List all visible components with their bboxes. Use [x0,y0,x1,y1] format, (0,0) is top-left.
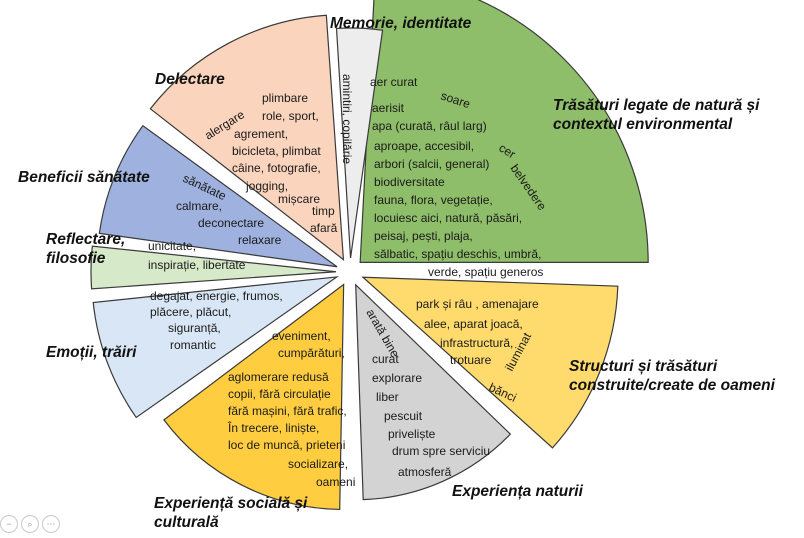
word-reflectare: unicitate, [148,239,196,253]
word-delectare: agrement, [234,127,288,141]
word-exp_sociala: eveniment, [272,329,331,343]
word-exp_sociala: oameni [316,475,355,489]
word-exp_naturii: priveliște [388,427,436,441]
word-emotii: plăcere, plăcut, [150,305,231,319]
pie-slice-exp_sociala [163,283,345,511]
word-structuri: park și râu , amenajare [416,297,539,311]
zoom-icon[interactable]: ⌕ [21,515,39,533]
category-label-exp-naturii: Experiența naturii [452,483,583,500]
word-natura: fauna, flora, vegetație, [374,193,493,207]
word-natura: apa (curată, râul larg) [372,119,487,133]
word-natura: arbori (salcii, general) [374,157,489,171]
word-delectare: câine, fotografie, [232,161,321,175]
word-exp_sociala: cumpărături, [278,346,345,360]
word-structuri: trotuare [450,353,492,367]
viewer-zoom-controls[interactable]: − ⌕ ⋯ [0,515,60,535]
word-sanatate: calmare, [176,199,222,213]
pie-slice-sanatate [98,124,338,268]
pie-slice-emotii [92,276,340,419]
word-exp_sociala: socializare, [288,457,348,471]
word-exp_sociala: aglomerare redusă [228,370,329,384]
word-emotii: siguranță, [168,321,221,335]
word-delectare: afară [310,221,338,235]
word-delectare: bicicleta, plimbat [232,144,321,158]
word-structuri: infrastructură, [440,336,513,350]
pie-slice-exp_naturii [355,283,512,501]
pie-slice-delectare [149,14,345,261]
category-label-delectare: Delectare [155,71,225,88]
word-natura: aerisit [372,101,405,115]
word-delectare: mișcare [278,192,320,206]
word-natura: sălbatic, spațiu deschis, umbră, [374,247,541,261]
word-natura: aproape, accesibil, [374,139,474,153]
more-icon[interactable]: ⋯ [42,515,60,533]
word-natura: verde, spațiu generos [428,265,543,279]
word-exp_sociala: copii, fără circulație [228,387,331,401]
word-delectare: role, sport, [262,109,319,123]
word-exp_sociala: În trecere, liniște, [227,420,319,435]
word-natura: locuiesc aici, natură, păsări, [374,211,522,225]
word-delectare: timp [312,204,335,218]
word-emotii: degajat, energie, frumos, [150,289,283,303]
word-structuri: alee, aparat joacă, [424,317,523,331]
zoom-out-icon[interactable]: − [0,515,18,533]
word-delectare: jogging, [245,179,288,193]
pie-slice-structuri [361,276,619,449]
category-label-emotii: Emoții, trăiri [46,344,137,361]
pie-slice-memorie [335,27,384,259]
word-memorie: amintiri, copilărie [340,74,354,164]
word-sanatate: relaxare [238,233,282,247]
word-exp_naturii: liber [376,390,399,404]
word-exp_naturii: curat [372,352,399,366]
word-exp_naturii: atmosferă [398,465,452,479]
word-emotii: romantic [170,338,216,352]
word-exp_sociala: fără mașini, fără trafic, [228,404,347,418]
word-exp_naturii: drum spre serviciu [392,444,490,458]
category-label-sanatate: Beneficii sănătate [18,169,150,186]
word-natura: aer curat [370,75,418,89]
pie-slice-reflectare [90,245,337,290]
word-reflectare: inspirație, libertate [148,258,246,272]
word-delectare: plimbare [262,91,308,105]
word-natura: peisaj, pești, plaja, [374,229,473,243]
word-exp_naturii: explorare [372,371,422,385]
pie-slice-natura [359,0,649,263]
word-exp_sociala: loc de muncă, prieteni [228,438,345,452]
word-exp_naturii: pescuit [384,409,423,423]
category-label-memorie: Memorie, identitate [330,15,472,32]
category-label-reflectare: Reflectare,filosofie [46,231,126,267]
word-natura: biodiversitate [374,175,445,189]
word-sanatate: deconectare [198,216,264,230]
